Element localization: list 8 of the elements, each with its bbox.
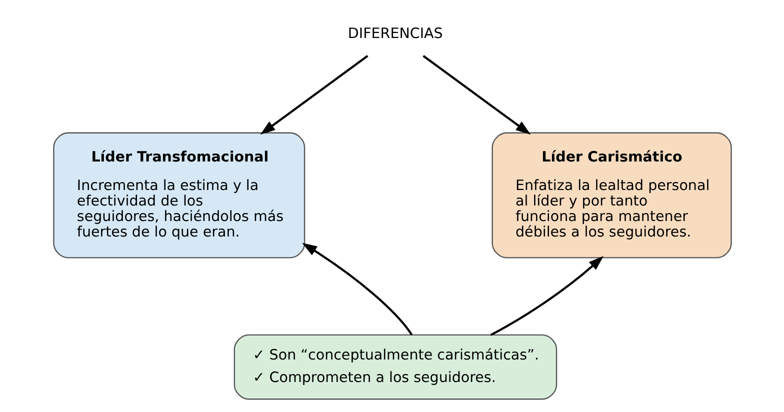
node-box: ✓ Son “conceptualmente carismáticas”. ✓ Comprometen a los seguidores. — [233, 334, 557, 400]
arrow — [260, 55, 368, 135]
arrow — [422, 55, 530, 135]
arrow — [302, 242, 412, 336]
node-text: DIFERENCIAS — [347, 26, 442, 42]
node-box: Líder Transfomacional Incrementa la estima y la efectividad de los seguidores, haciéndolos más fuertes de lo que eran. — [52, 132, 305, 258]
node-box: Líder Carismático Enfatiza la lealtad personal al líder y por tanto funciona para mantener débiles a los seguidores. — [491, 132, 732, 258]
arrow — [490, 256, 604, 336]
